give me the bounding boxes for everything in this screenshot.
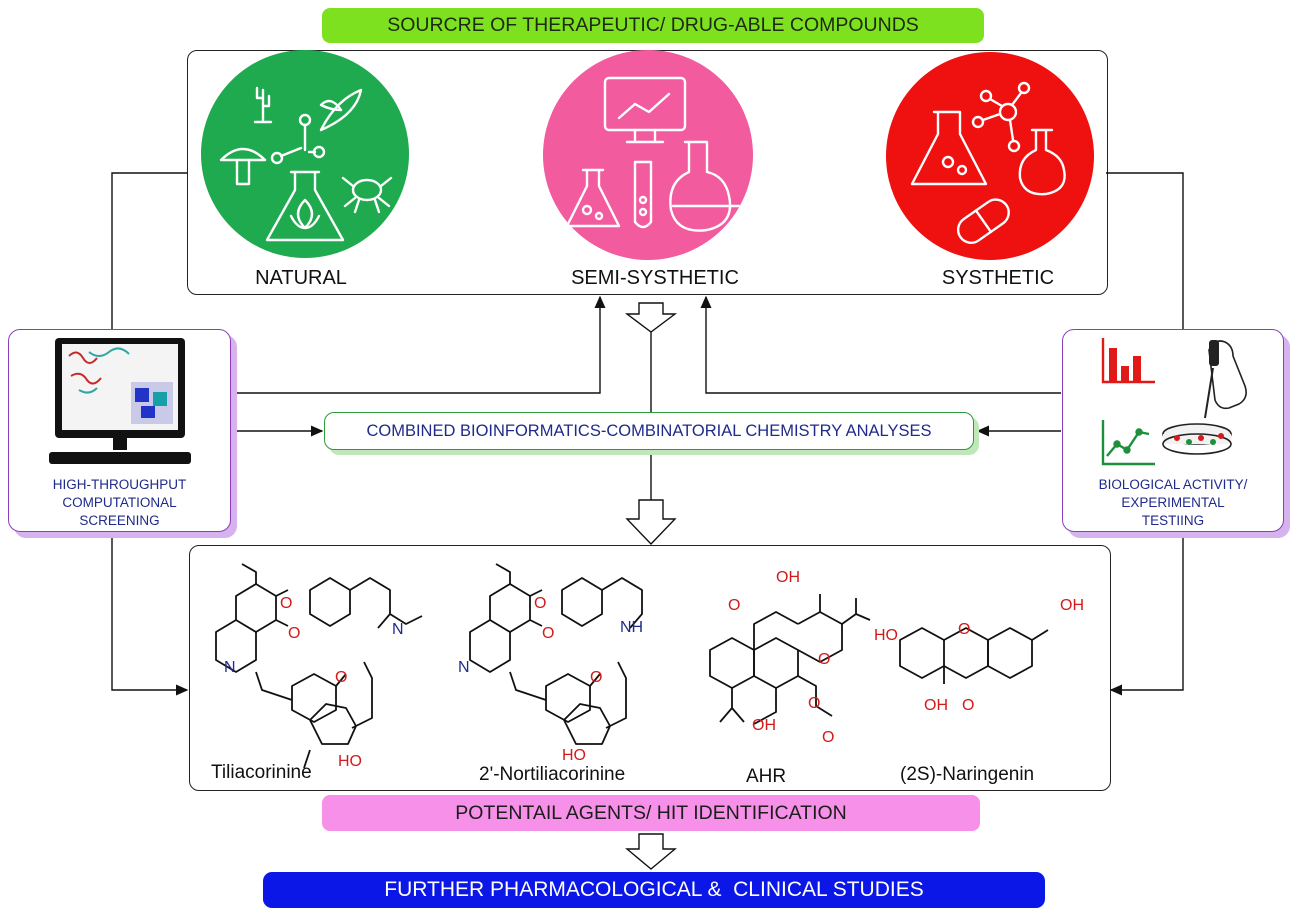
atom-oh-4: OH <box>924 697 948 714</box>
top-banner: SOURCRE OF THERAPEUTIC/ DRUG-ABLE COMPOU… <box>322 8 984 43</box>
tiliacorinine-structure <box>215 563 423 769</box>
atom-o-10: O <box>822 729 834 746</box>
right-panel-label: BIOLOGICAL ACTIVITY/ EXPERIMENTAL TESTII… <box>1063 476 1283 530</box>
atom-n-2: N <box>224 659 236 676</box>
computer-icon <box>49 338 191 464</box>
semi-synthetic-label: SEMI-SYSTHETIC <box>571 267 739 289</box>
leaf-icon <box>319 88 363 132</box>
atom-ho-3: HO <box>874 627 898 644</box>
line-chart-icon <box>1101 420 1155 466</box>
atom-o-11: O <box>958 621 970 638</box>
left-panel: HIGH-THROUGHPUT COMPUTATIONAL SCREENING <box>8 329 231 532</box>
crab-icon <box>351 178 383 202</box>
synthetic-icons <box>910 81 1066 244</box>
hit-identification-banner: POTENTAIL AGENTS/ HIT IDENTIFICATION <box>322 795 980 831</box>
round-flask-icon <box>669 140 732 232</box>
molecule-name-naringenin: (2S)-Naringenin <box>900 764 1035 785</box>
round-flask-icon <box>1018 128 1066 196</box>
atom-o-7: O <box>728 597 740 614</box>
erlenmeyer-icon <box>565 168 621 228</box>
atom-o-8: O <box>818 651 830 668</box>
hit-identification-text: POTENTAIL AGENTS/ HIT IDENTIFICATION <box>455 801 847 824</box>
atom-o-9: O <box>808 695 820 712</box>
semi-synthetic-icons <box>565 76 741 232</box>
atom-oh-2: OH <box>752 717 776 734</box>
atom-nh: NH <box>620 619 643 636</box>
final-studies-banner: FURTHER PHARMACOLOGICAL & CLINICAL STUDI… <box>263 872 1045 908</box>
natural-icons <box>219 86 393 242</box>
lab-icons <box>1101 338 1247 466</box>
atom-o-4: O <box>534 595 546 612</box>
right-panel-label-line-1: BIOLOGICAL ACTIVITY/ <box>1098 477 1248 492</box>
molecule-name-ahr: AHR <box>746 766 787 787</box>
atom-ho-1: HO <box>338 753 362 770</box>
left-panel-label: HIGH-THROUGHPUT COMPUTATIONAL SCREENING <box>9 476 230 530</box>
atom-o-12: O <box>962 697 974 714</box>
right-panel: BIOLOGICAL ACTIVITY/ EXPERIMENTAL TESTII… <box>1062 329 1284 532</box>
synthetic-circle <box>886 52 1094 260</box>
atom-oh-1: OH <box>776 569 800 586</box>
monitor-icon <box>603 76 687 132</box>
atom-o-2: O <box>288 625 300 642</box>
center-analysis-text: COMBINED BIOINFORMATICS-COMBINATORIAL CH… <box>366 421 932 440</box>
synthetic-label: SYSTHETIC <box>941 267 1055 289</box>
flask-icon <box>265 170 345 242</box>
natural-label: NATURAL <box>255 267 347 289</box>
atom-ho-2: HO <box>562 747 586 764</box>
naringenin-structure <box>899 627 1049 684</box>
pipette-hand-icon <box>1204 340 1247 419</box>
right-panel-label-line-3: TESTIING <box>1141 513 1205 528</box>
atom-o-5: O <box>542 625 554 642</box>
molecule-icon <box>998 102 1018 122</box>
atom-oh-3: OH <box>1060 597 1084 614</box>
bar-chart-icon <box>1101 338 1155 384</box>
top-banner-text: SOURCRE OF THERAPEUTIC/ DRUG-ABLE COMPOU… <box>387 14 919 36</box>
final-studies-text: FURTHER PHARMACOLOGICAL & CLINICAL STUDI… <box>384 878 924 901</box>
flask-icon <box>910 110 988 186</box>
ahr-structure <box>709 594 871 725</box>
pills-icon <box>956 198 1010 244</box>
left-panel-label-line-1: HIGH-THROUGHPUT <box>52 477 187 492</box>
atom-n-3: N <box>458 659 470 676</box>
atom-labels: O O N N O HO O O NH N O HO OH O O O O OH… <box>224 569 1084 770</box>
atom-o-6: O <box>590 669 602 686</box>
atom-n-1: N <box>392 621 404 638</box>
nortiliacorinine-structure <box>469 563 643 745</box>
natural-circle <box>201 50 409 258</box>
atom-o-3: O <box>335 669 347 686</box>
left-panel-label-line-3: SCREENING <box>79 513 160 528</box>
mushroom-icon <box>219 147 267 186</box>
left-panel-label-line-2: COMPUTATIONAL <box>62 495 177 510</box>
petri-dish-icon <box>1162 423 1232 455</box>
molecule-name-tiliacorinine: Tiliacorinine <box>211 762 312 783</box>
test-tube-icon <box>633 160 653 229</box>
molecule-name-nortiliacorinine: 2'-Nortiliacorinine <box>479 764 626 785</box>
semi-synthetic-circle <box>543 50 753 260</box>
cactus-icon <box>253 86 273 124</box>
atom-o-1: O <box>280 595 292 612</box>
center-analysis-box: COMBINED BIOINFORMATICS-COMBINATORIAL CH… <box>324 412 974 450</box>
right-panel-label-line-2: EXPERIMENTAL <box>1121 495 1225 510</box>
